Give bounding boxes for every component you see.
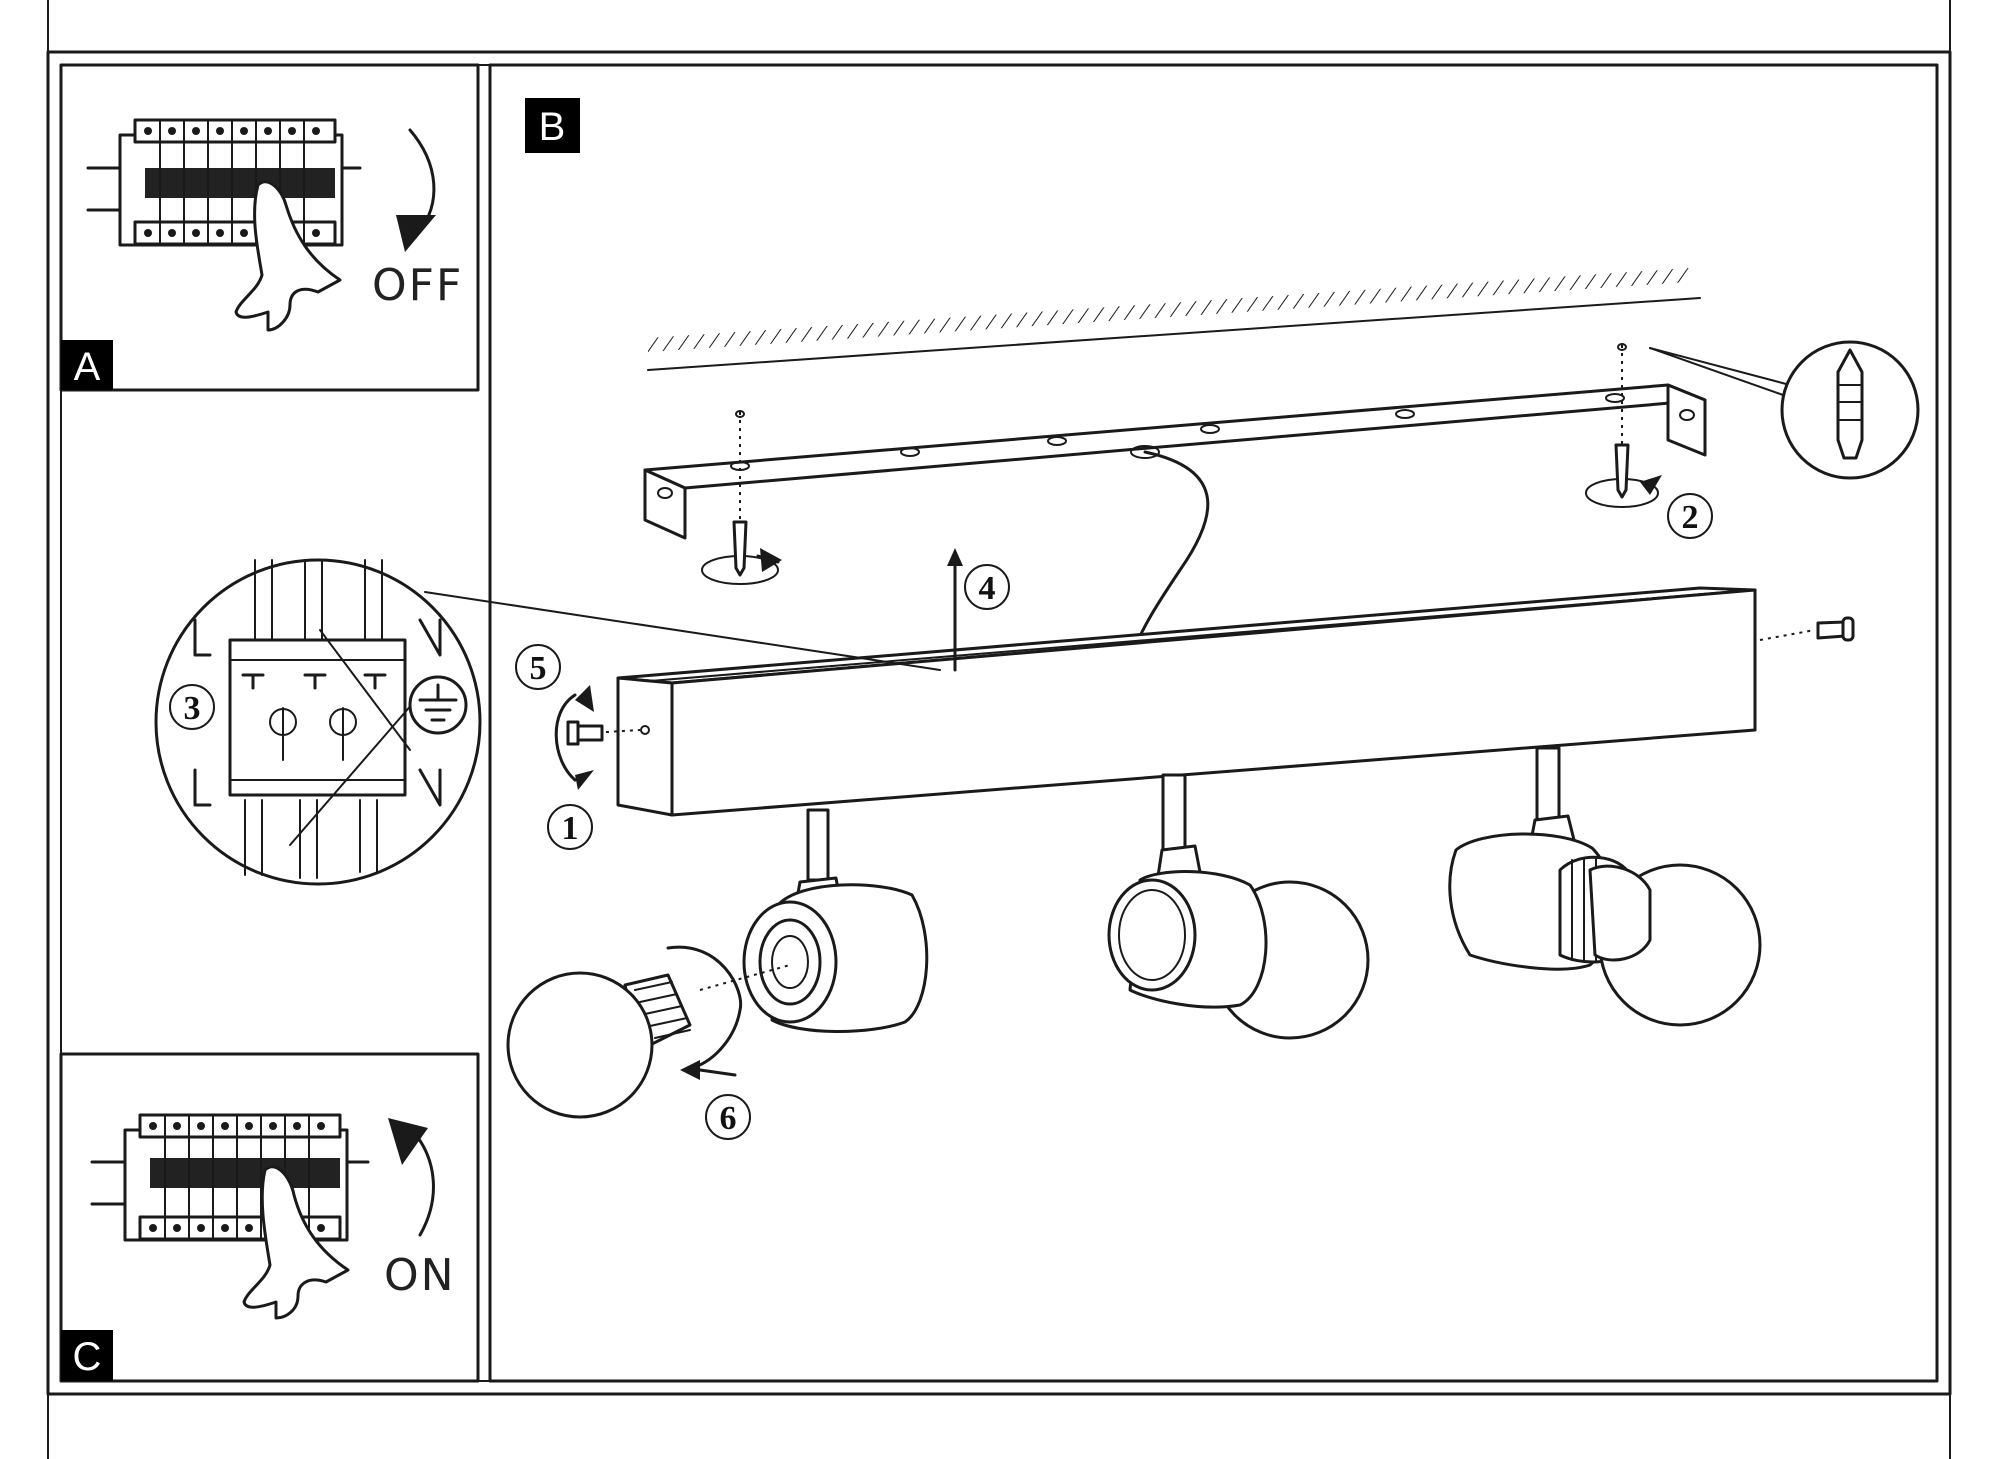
on-label: ON: [384, 1250, 456, 1301]
supply-cable: [1128, 450, 1210, 662]
spot-left: [742, 808, 929, 1033]
lift-arrow-icon: [947, 548, 963, 672]
step-1-number: 1: [562, 810, 579, 847]
step-2-number: 2: [1682, 499, 1699, 536]
step-4-number: 4: [979, 570, 996, 607]
hand-icon: [242, 1165, 350, 1320]
panel-c-label: C: [73, 1335, 102, 1379]
panel-a: A O: [59, 63, 480, 392]
step-3-number: 3: [184, 690, 201, 727]
earth-symbol-icon: [408, 675, 468, 735]
end-screw-right-icon: [1759, 616, 1855, 642]
off-label: OFF: [372, 260, 463, 311]
lamp-bar: [616, 586, 1757, 817]
panel-a-label: A: [74, 345, 101, 389]
ceiling-screw-left-icon: [701, 410, 782, 585]
bulb-left: [506, 945, 791, 1119]
spot-middle: [1107, 773, 1370, 1040]
detail-leader: [424, 591, 941, 671]
step-6-number: 6: [720, 1100, 737, 1137]
step-4: 4: [964, 564, 1010, 610]
panel-c: C O: [59, 1052, 480, 1383]
step-3: 3: [169, 684, 215, 730]
panel-b-label-box: [525, 98, 580, 153]
mounting-bracket: [643, 383, 1707, 540]
step-2: 2: [1667, 493, 1713, 539]
ceiling-screw-right-icon: [1585, 343, 1662, 508]
panel-c-label-box: [61, 1330, 113, 1381]
end-screw-left-icon: [554, 685, 641, 790]
circuit-breaker-icon: [86, 118, 362, 247]
step-5-number: 5: [530, 650, 547, 687]
terminal-block-detail: [154, 558, 482, 886]
panel-b-label: B: [539, 105, 566, 149]
spot-right: [1448, 746, 1762, 1027]
panel-b: B: [154, 63, 1939, 1383]
panel-a-label-box: [61, 340, 113, 390]
step-5: 5: [515, 644, 561, 690]
step-6: 6: [705, 1094, 751, 1140]
wall-plug-icon: [1836, 348, 1864, 460]
hand-icon: [234, 180, 342, 332]
ceiling-hatch: [647, 268, 1701, 371]
circuit-breaker-icon: [90, 1113, 370, 1242]
step-1: 1: [547, 804, 593, 850]
wall-plug-detail: [1649, 340, 1920, 480]
outer-frame: [46, 50, 1952, 1396]
